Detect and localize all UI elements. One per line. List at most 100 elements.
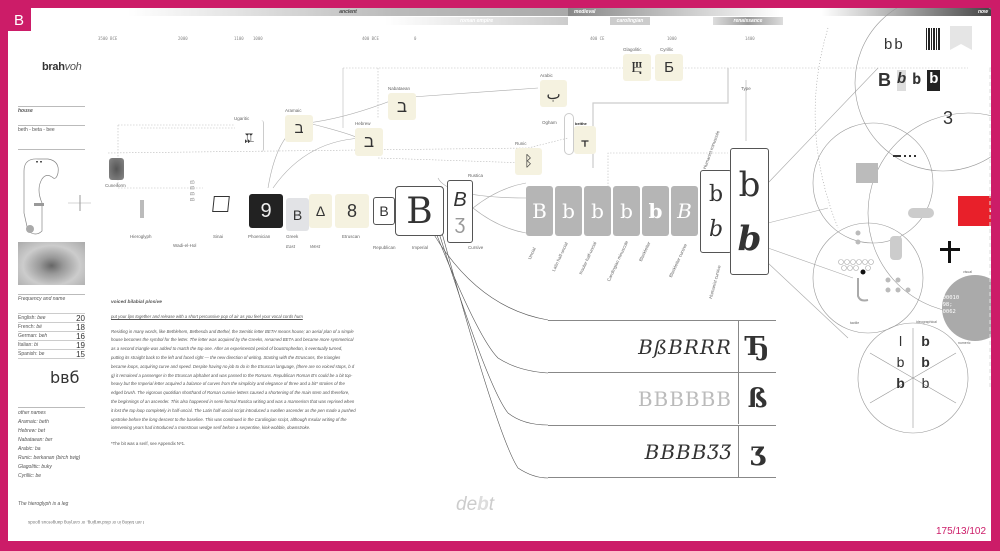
label-aramaic: Aramaic xyxy=(285,108,302,113)
era-roman-empire: roman empire xyxy=(385,17,568,25)
tick: 1400 xyxy=(745,36,755,41)
page: B ancient roman empire medieval caroling… xyxy=(8,8,991,541)
label-imperial: Imperial xyxy=(412,245,429,250)
era-carolingian: carolingian xyxy=(610,17,650,25)
etruscan-glyph[interactable]: 8 xyxy=(335,194,369,228)
hieroglyph-note: The hieroglyph is a leg xyxy=(18,501,69,507)
tick: 1000 xyxy=(253,36,263,41)
era-now: now xyxy=(978,9,988,15)
sinai-glyph xyxy=(212,196,230,212)
modern-forms-circles xyxy=(812,8,991,434)
blackletter-glyph[interactable]: b xyxy=(642,186,669,236)
page-numbers: 175/13/102 xyxy=(936,526,987,537)
article-instruction: put your lips together and release with … xyxy=(111,313,303,319)
label-glagolitic: Glagolitic xyxy=(623,47,642,52)
label-nabataean: Nabataean xyxy=(388,86,411,91)
mouth-diagram xyxy=(23,158,91,235)
cuneiform-tablet xyxy=(109,158,124,180)
shorthand-glyph: 3 xyxy=(943,108,954,128)
label-rustica: Rustica xyxy=(468,173,484,178)
label-tactile: tactile xyxy=(850,321,860,325)
ogham-stick xyxy=(564,113,574,155)
label-ideographical: ideographical xyxy=(916,320,937,324)
blackletter-cursive-glyph[interactable]: B xyxy=(671,186,698,236)
ugaritic-glyph[interactable]: 𐎁 xyxy=(236,120,264,152)
label-ugaritic: Ugaritic xyxy=(234,116,250,121)
label-arabic: Arabic xyxy=(540,73,553,78)
flag-icon xyxy=(958,196,991,226)
label-phoenician: Phoenician xyxy=(248,234,271,239)
label-type: Type xyxy=(741,86,751,91)
meaning: house xyxy=(18,108,33,114)
label-cyrillic: Cyrillic xyxy=(660,47,674,52)
era-ancient: ancient xyxy=(128,8,568,16)
pronunciation-title: brahvoh xyxy=(42,61,82,73)
aramaic-glyph[interactable]: ב xyxy=(285,115,313,142)
numeric-circle xyxy=(942,275,991,341)
label-greek: Greek xyxy=(286,234,299,239)
ogham-glyph[interactable]: ᚁ xyxy=(574,126,596,154)
tick: 0 xyxy=(414,36,417,41)
glagolitic-glyph[interactable]: Ⰱ xyxy=(623,54,651,81)
names-line: beth - beta - bee xyxy=(18,127,55,133)
uncial-glyph[interactable]: B xyxy=(526,186,553,236)
label-sinai: Sinai xyxy=(213,234,224,239)
nabataean-glyph[interactable]: ב xyxy=(388,93,416,120)
article-heading: voiced bilabial plosive xyxy=(111,300,162,305)
imperial-glyph[interactable]: B xyxy=(395,186,444,236)
barcode-icon xyxy=(926,28,940,50)
label-wadi-el-hol: Wadi-el-Hol xyxy=(173,243,197,248)
label-cuneiform: Cuneiform xyxy=(105,183,126,188)
article-footnote: *The bit was a serif, see Appendix Nº1. xyxy=(111,441,186,447)
greek-west-glyph[interactable]: Δ xyxy=(309,194,332,228)
runic-glyph[interactable]: ᛒ xyxy=(515,148,542,175)
insular-half-uncial-glyph[interactable]: b xyxy=(584,186,611,236)
tick: 400 CE xyxy=(590,36,605,41)
label-cursive: Cursive xyxy=(468,245,484,250)
greek-east-glyph[interactable]: B xyxy=(286,198,309,231)
label-runic: Runic xyxy=(515,141,527,146)
ribbon-icon xyxy=(950,26,972,50)
tick: 2000 xyxy=(178,36,188,41)
frequency-heading: Frequency and name xyxy=(18,296,66,302)
republican-glyph[interactable]: B xyxy=(373,197,395,225)
wadi-el-hol-inscription: ꓭ ꓭ ꓭ ꓭ xyxy=(188,180,194,202)
page-letter-tab: B xyxy=(8,8,31,31)
label-greek-east: East xyxy=(286,244,296,249)
lips-photo xyxy=(18,242,85,285)
leg-hieroglyph xyxy=(140,200,144,218)
tick: 400 BCE xyxy=(362,36,379,41)
latin-half-uncial-glyph[interactable]: b xyxy=(555,186,582,236)
label-hebrew: Hebrew xyxy=(355,121,371,126)
cyrillic-sample: bвб xyxy=(50,368,80,387)
label-greek-west: West xyxy=(310,244,321,249)
medieval-series: B b b b b B xyxy=(526,186,698,236)
modern-glyphs-pair: bb xyxy=(884,36,905,53)
label-republican: Republican xyxy=(373,245,396,250)
era-medieval: medieval xyxy=(568,8,991,16)
hebrew-glyph[interactable]: ב xyxy=(355,128,383,156)
label-beithe: beithe xyxy=(575,121,587,126)
arabic-glyph[interactable]: ب xyxy=(540,80,567,107)
cyrillic-glyph[interactable]: Б xyxy=(655,54,683,81)
article-body: Residing in many words, like Bethlehem, … xyxy=(111,328,356,431)
era-renaissance: renaissance xyxy=(713,17,783,25)
tick: 1100 xyxy=(234,36,244,41)
phoenician-glyph[interactable]: 9 xyxy=(249,194,283,228)
carolingian-glyph[interactable]: b xyxy=(613,186,640,236)
label-hieroglyph: Hieroglyph xyxy=(130,234,152,239)
upside-down-note: I am taking in or discharging, or carryi… xyxy=(28,520,145,525)
